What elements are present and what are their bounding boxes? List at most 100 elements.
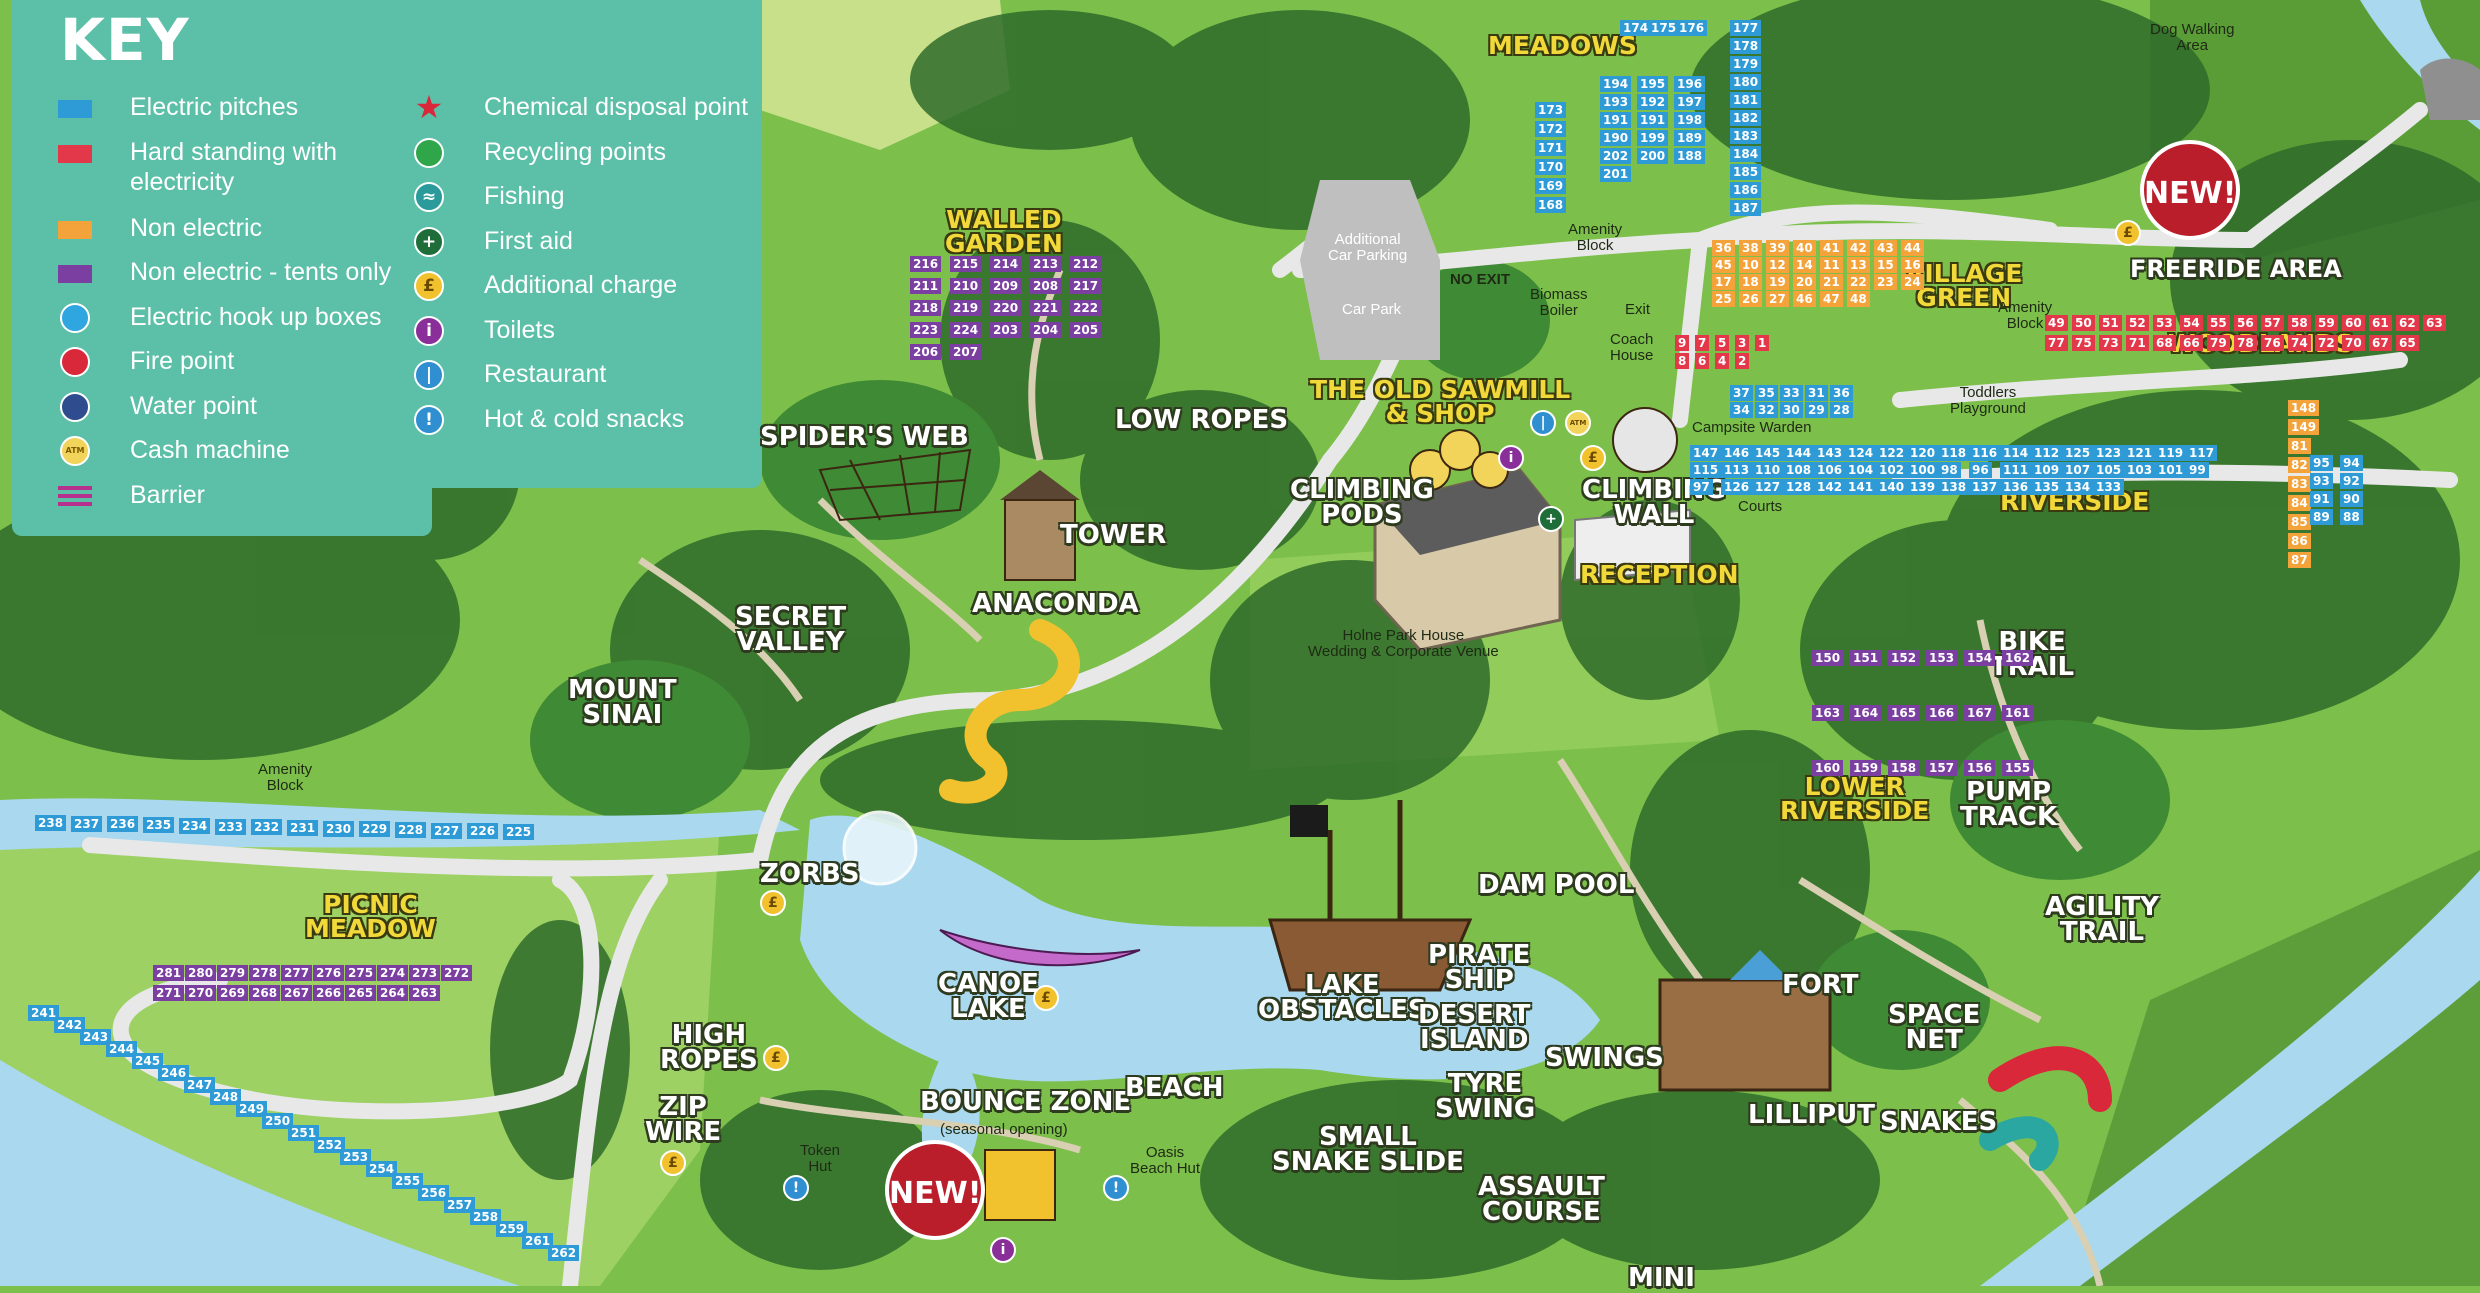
- pitch-number: 97: [1690, 479, 1713, 495]
- pitch-number: 232: [251, 819, 283, 836]
- key-symbol: [58, 391, 96, 422]
- pitch-number: 153: [1926, 650, 1958, 666]
- pitch-number: 264: [377, 985, 409, 1001]
- pitch-number: 77: [2045, 335, 2068, 351]
- pitch-number: 27: [1766, 291, 1789, 307]
- pitch-number: 39: [1766, 240, 1789, 256]
- area-freeride: FREERIDE AREA: [2130, 255, 2342, 283]
- pitch-number: 88: [2340, 509, 2363, 525]
- label-oasis-beach-hut: Oasis Beach Hut: [1130, 1144, 1201, 1177]
- pitch-number: 203: [990, 322, 1022, 338]
- key-symbol: [58, 346, 96, 377]
- key-item-label: Hot & cold snacks: [484, 404, 685, 433]
- pitch-number: 35: [1755, 385, 1778, 401]
- pitch-number: 280: [185, 965, 217, 981]
- pitch-number: 158: [1888, 760, 1920, 776]
- pitch-number: 163: [1812, 705, 1844, 721]
- pitch-number: 109: [2031, 462, 2063, 478]
- pitch-number: 195: [1637, 76, 1669, 92]
- pitch-number: 276: [313, 965, 345, 981]
- pitch-number: 126: [1721, 479, 1753, 495]
- pitch-number: 157: [1926, 760, 1958, 776]
- area-meadows: MEADOWS: [1488, 31, 1637, 60]
- pitch-number: 85: [2288, 514, 2311, 530]
- label-tyre-swing: TYRE SWING: [1435, 1069, 1536, 1124]
- pitch-number: 62: [2396, 315, 2419, 331]
- pitch-number: 181: [1730, 92, 1762, 108]
- pitch-number: 86: [2288, 533, 2311, 549]
- pitch-number: 229: [359, 821, 391, 838]
- key-symbol: ATM: [58, 435, 96, 466]
- pitch-number: 183: [1730, 128, 1762, 144]
- key-item-label: Non electric - tents only: [130, 258, 392, 286]
- pitch-number: 187: [1730, 200, 1762, 216]
- key-item: |Restaurant: [412, 359, 606, 390]
- pitch-number: 56: [2234, 315, 2257, 331]
- pitch-number: 47: [1820, 291, 1843, 307]
- pitch-number: 225: [503, 824, 535, 841]
- new-badge-bounce-zone: NEW!: [885, 1140, 985, 1240]
- area-old-sawmill: THE OLD SAWMILL & SHOP: [1310, 375, 1571, 428]
- pitch-number: 147: [1690, 445, 1722, 461]
- pitch-number: 145: [1752, 445, 1784, 461]
- pitch-number: 116: [1969, 445, 2001, 461]
- pitch-number: 28: [1830, 402, 1853, 418]
- pitch-number: 37: [1730, 385, 1753, 401]
- key-item-label: First aid: [484, 226, 573, 255]
- label-snakes: SNAKES: [1880, 1107, 1998, 1137]
- pitch-number: 279: [217, 965, 249, 981]
- pitch-number: 244: [106, 1041, 138, 1057]
- pitch-number: 275: [345, 965, 377, 981]
- label-campsite-warden: Campsite Warden: [1692, 419, 1812, 436]
- map-key: KEY: [12, 0, 762, 488]
- pitch-number: 113: [1721, 462, 1753, 478]
- key-item-label: Fishing: [484, 182, 565, 210]
- atm-icon: ATM: [1565, 410, 1591, 436]
- pitch-number: 174: [1620, 20, 1652, 36]
- key-item-label: Hard standing with electricity: [130, 137, 338, 196]
- label-secret-valley: SECRET VALLEY: [735, 602, 847, 657]
- pound-icon: £: [763, 1045, 789, 1071]
- pitch-number: 242: [54, 1017, 86, 1033]
- pitch-number: 188: [1674, 148, 1706, 164]
- toilets-icon: i: [1498, 445, 1524, 471]
- pitch-number: 261: [522, 1233, 554, 1249]
- pitch-number: 136: [2000, 479, 2032, 495]
- pitch-number: 262: [548, 1245, 580, 1261]
- pitch-number: 263: [409, 985, 441, 1001]
- label-zorbs: ZORBS: [760, 859, 860, 889]
- pitch-number: 144: [1783, 445, 1815, 461]
- pitch-number: 74: [2288, 335, 2311, 351]
- pitch-number: 205: [1070, 322, 1102, 338]
- pitch-number: 108: [1783, 462, 1815, 478]
- key-symbol: [58, 257, 96, 287]
- label-dam-pool: DAM POOL: [1478, 870, 1635, 900]
- pitch-number: 9: [1675, 335, 1690, 351]
- pitch-number: 177: [1730, 20, 1762, 36]
- pitch-number: 89: [2310, 509, 2333, 525]
- pitch-number: 7: [1695, 335, 1710, 351]
- pitch-number: 79: [2207, 335, 2230, 351]
- pitch-number: 70: [2342, 335, 2365, 351]
- pitch-number: 272: [441, 965, 473, 981]
- pitch-number: 8: [1675, 353, 1690, 369]
- pitch-number: 208: [1030, 278, 1062, 294]
- pitch-number: 16: [1901, 257, 1924, 273]
- label-exit: Exit: [1625, 301, 1651, 318]
- snacks-icon: !: [412, 404, 450, 435]
- pitch-number: 14: [1793, 257, 1816, 273]
- label-assault-course: ASSAULT COURSE: [1478, 1172, 1605, 1227]
- area-lower-riverside: LOWER RIVERSIDE: [1780, 772, 1930, 825]
- pitch-number: 160: [1812, 760, 1844, 776]
- pitch-number: 156: [1964, 760, 1996, 776]
- pitch-number: 164: [1850, 705, 1882, 721]
- pitch-number: 191: [1637, 112, 1669, 128]
- pitch-number: 3: [1735, 335, 1750, 351]
- pitch-number: 162: [2002, 650, 2034, 666]
- pitch-number: 61: [2369, 315, 2392, 331]
- pitch-number: 140: [1876, 479, 1908, 495]
- pitch-number: 99: [2186, 462, 2209, 478]
- pitch-number: 251: [288, 1125, 320, 1141]
- label-bike-trail: BIKE TRAIL: [1990, 627, 2075, 682]
- pitch-number: 124: [1845, 445, 1877, 461]
